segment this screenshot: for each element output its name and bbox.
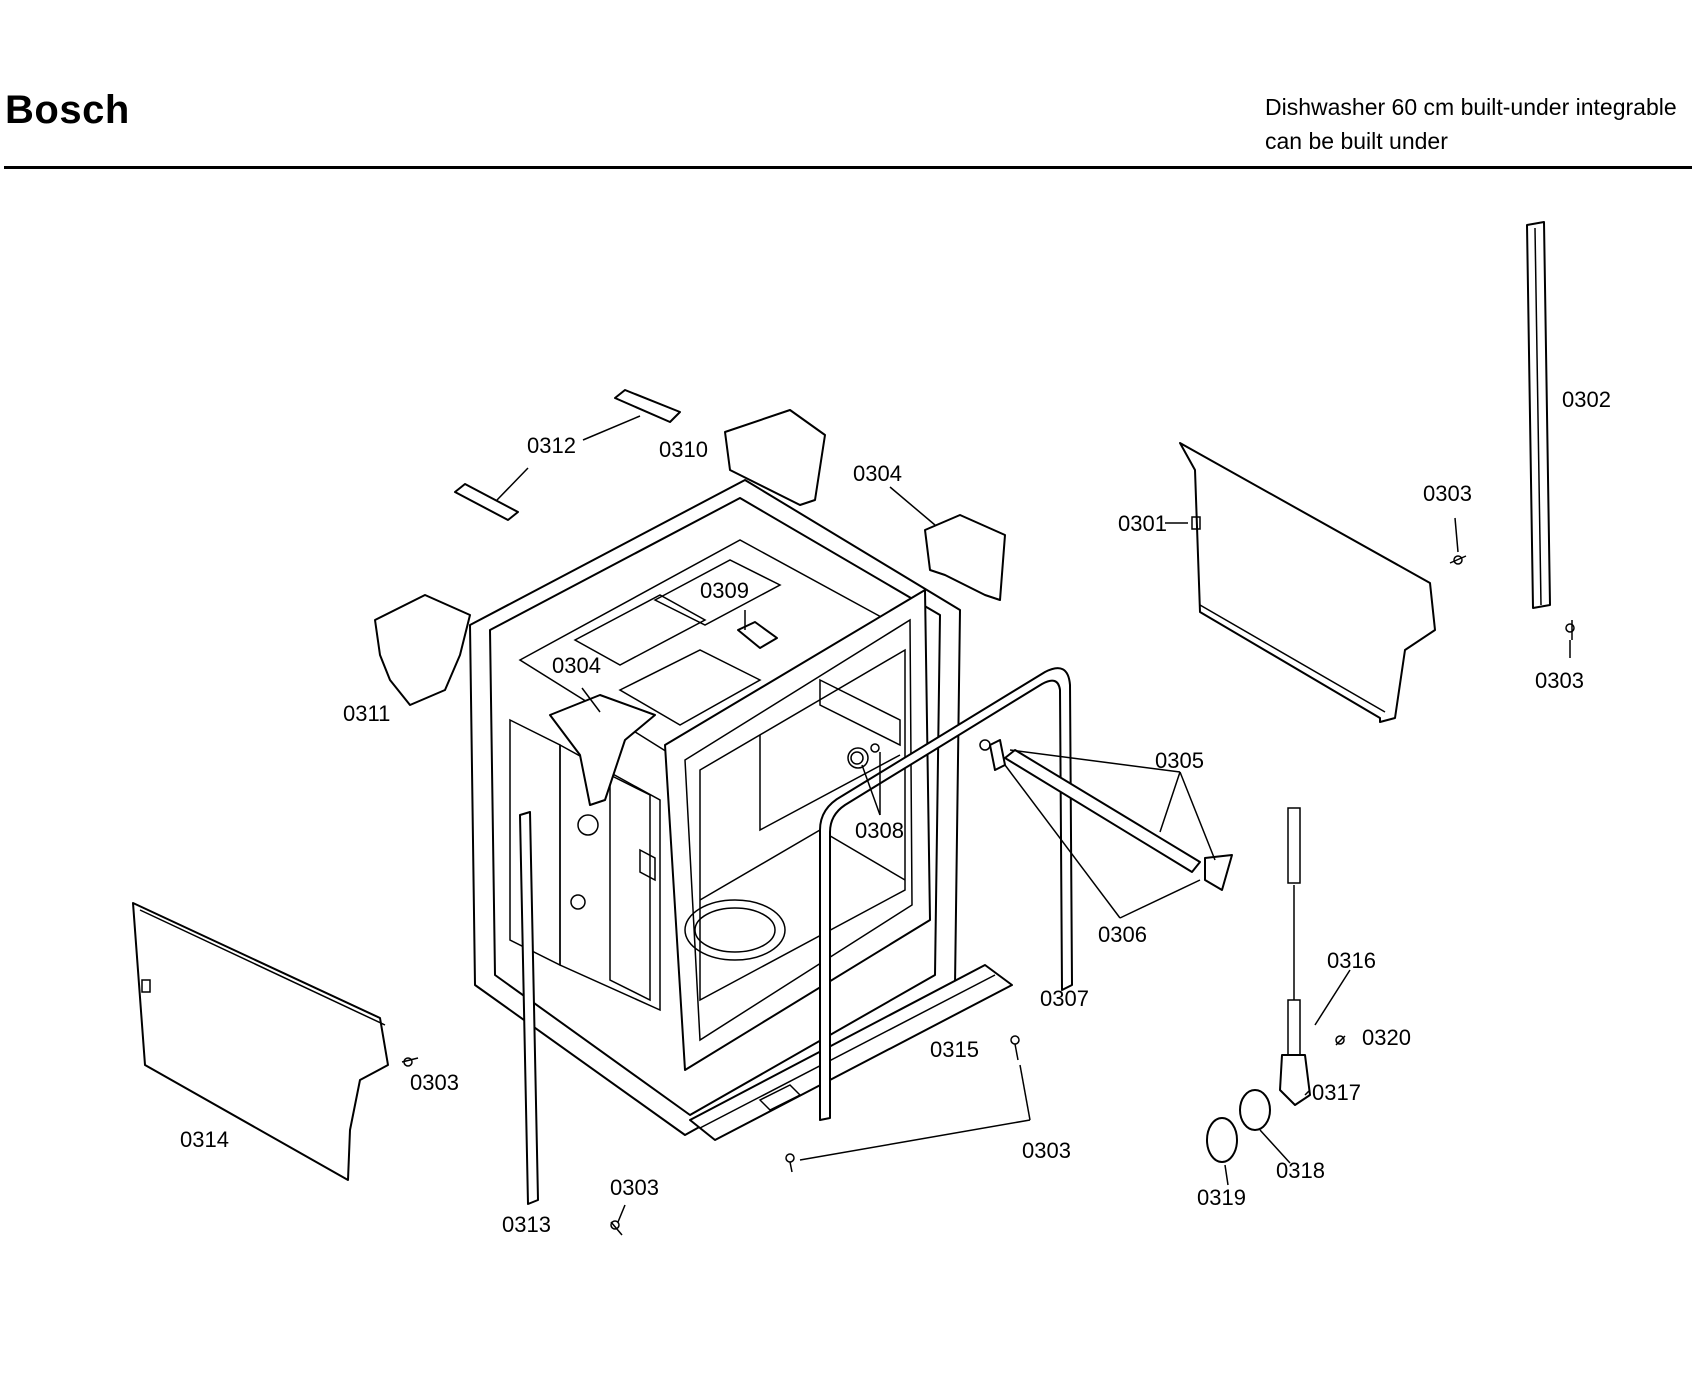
clip-lower [454,483,519,521]
drain-hose-assembly [1206,807,1311,1163]
callout-0303: 0303 [410,1070,459,1095]
header-rule [4,166,1692,169]
rail-end-cap [1204,854,1233,891]
door-seal [819,667,1073,1121]
callout-0303: 0303 [1022,1138,1071,1163]
callout-0301: 0301 [1118,511,1167,536]
callout-0313: 0313 [502,1212,551,1237]
lower-panel [132,902,389,1181]
callout-0309: 0309 [700,578,749,603]
callout-0307: 0307 [1040,986,1089,1011]
brand-title: Bosch [5,88,130,132]
small-clip [737,621,778,649]
callout-0305: 0305 [1155,748,1204,773]
model-subdescription: can be built under [1265,128,1448,154]
model-description: Dishwasher 60 cm built-under integrable [1265,94,1677,120]
callout-0317: 0317 [1312,1080,1361,1105]
callout-0306: 0306 [1098,922,1147,947]
callout-0304: 0304 [853,461,902,486]
bracket-left [374,594,471,706]
bracket-top [724,409,826,506]
callout-0318: 0318 [1276,1158,1325,1183]
upper-panel [1179,442,1436,723]
callout-labels: 0312 0310 0304 0309 0304 0311 0301 0303 … [180,387,1611,1237]
side-strip [519,811,539,1205]
bracket-front [549,694,656,806]
callout-0303: 0303 [1535,668,1584,693]
callout-0315: 0315 [930,1037,979,1062]
clip-upper [614,389,681,423]
callout-0303: 0303 [1423,481,1472,506]
callout-0314: 0314 [180,1127,229,1152]
callout-0308: 0308 [855,818,904,843]
callout-0316: 0316 [1327,948,1376,973]
rail [1004,749,1201,873]
callout-0320: 0320 [1362,1025,1411,1050]
rail-front-cap [989,739,1006,771]
callout-0302: 0302 [1562,387,1611,412]
leader-lines [496,415,1571,1223]
callout-0319: 0319 [1197,1185,1246,1210]
callout-0310: 0310 [659,437,708,462]
callout-0303: 0303 [610,1175,659,1200]
callout-0312: 0312 [527,433,576,458]
bracket-right [924,514,1006,601]
screw-icons [401,555,1575,1236]
callout-0304: 0304 [552,653,601,678]
callout-0311: 0311 [343,701,390,726]
